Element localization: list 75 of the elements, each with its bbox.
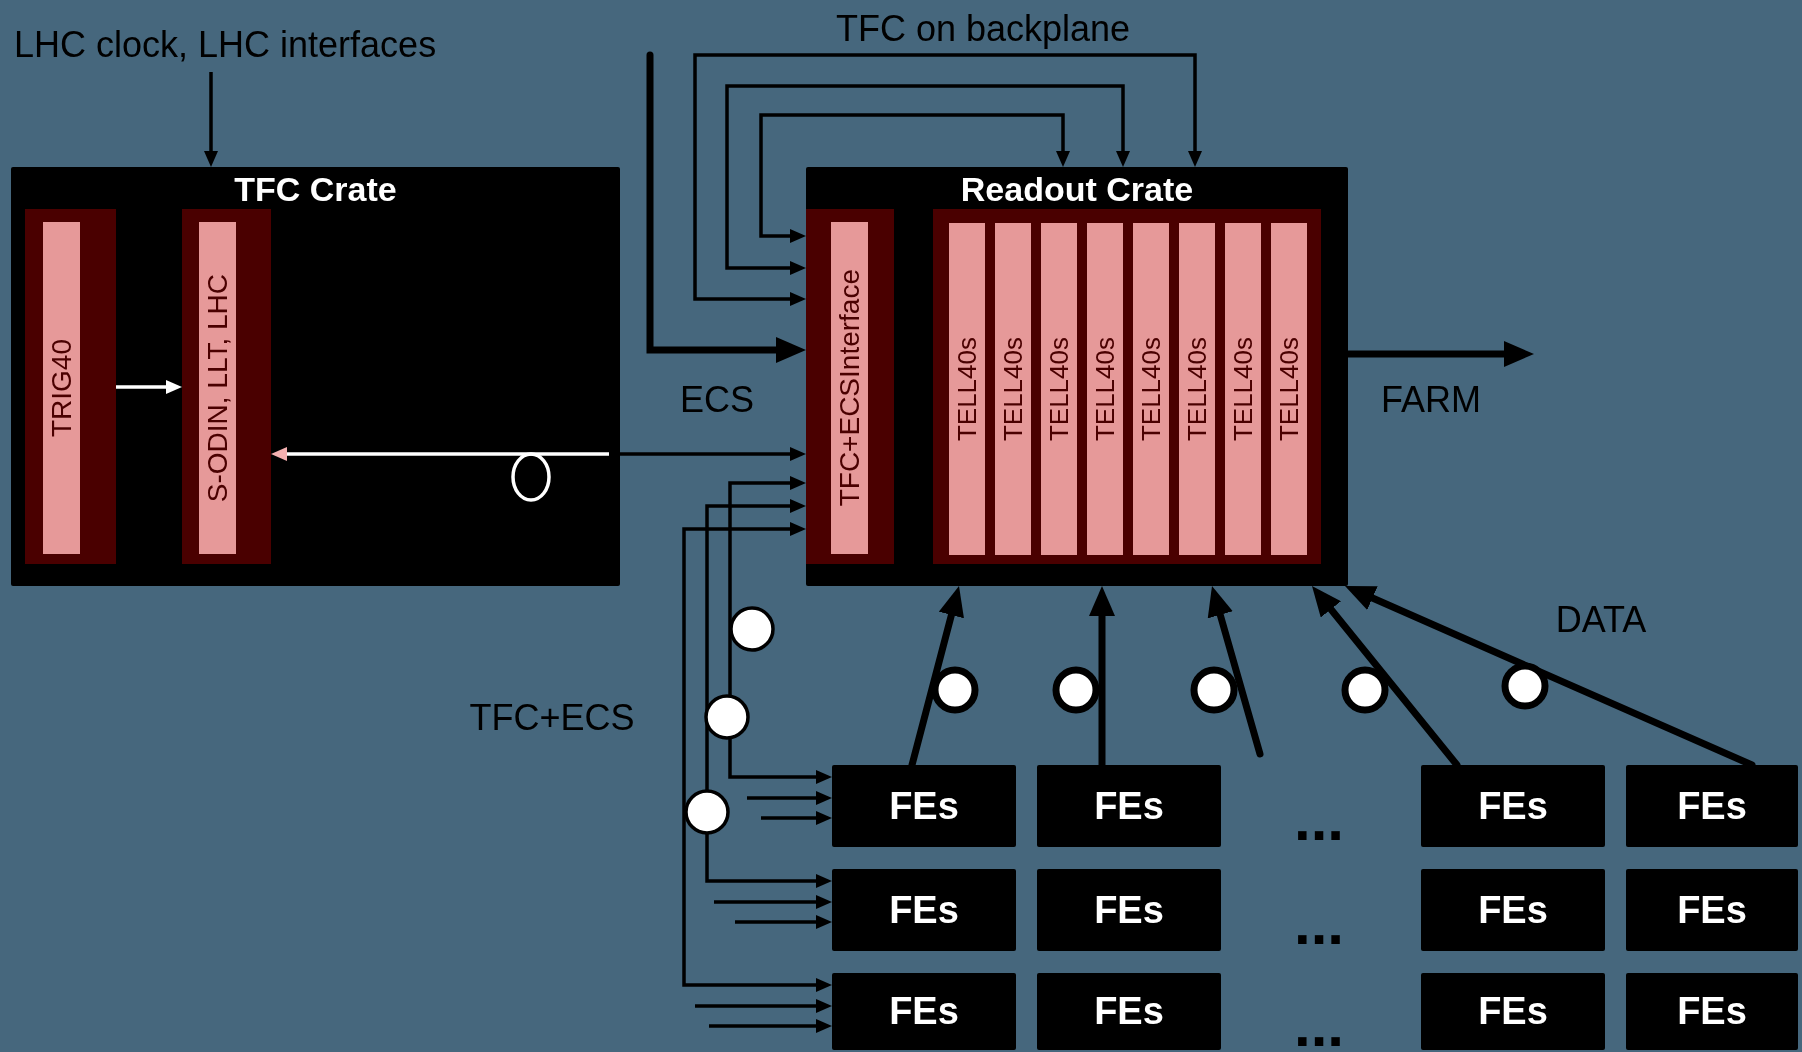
arrow: [695, 999, 830, 1013]
board-label: TFC+ECSInterface: [835, 269, 864, 507]
module-label: FEs: [889, 888, 959, 932]
board-label: TELL40s: [1000, 336, 1026, 442]
arrow: [705, 499, 830, 888]
frontend-box: [832, 973, 1016, 1050]
ellipsis-label: ...: [1294, 993, 1344, 1052]
frontend-box: [832, 765, 1016, 847]
board-label: TELL40s: [1046, 336, 1072, 442]
frontend-box: [1421, 973, 1605, 1050]
arrow: [709, 1019, 830, 1033]
board-card: [1133, 223, 1169, 555]
board-card: [1179, 223, 1215, 555]
frontend-box: [1626, 869, 1798, 951]
board-label: TELL40s: [1138, 336, 1164, 442]
arrow: [725, 84, 1130, 275]
board-slot: [25, 209, 116, 564]
arrow: [761, 811, 830, 825]
frontend-box: [1421, 765, 1605, 847]
board-label: TRIG40: [47, 339, 76, 437]
arrow: [714, 895, 830, 909]
module-label: FEs: [1478, 784, 1548, 828]
crate-box: [806, 167, 1348, 586]
board-card: [949, 223, 985, 555]
module-label: FEs: [1677, 888, 1747, 932]
board-label: TELL40s: [1230, 336, 1256, 442]
module-label: FEs: [1094, 888, 1164, 932]
module-label: FEs: [1478, 888, 1548, 932]
board-label: TELL40s: [1092, 336, 1118, 442]
arrow: [759, 113, 1070, 243]
board-card: [1225, 223, 1261, 555]
crate-title: TFC Crate: [234, 171, 397, 207]
board-label: TELL40s: [1184, 336, 1210, 442]
thick-arrow: [1207, 589, 1264, 758]
frontend-box: [1626, 765, 1798, 847]
board-card: [1271, 223, 1307, 555]
module-label: FEs: [1478, 990, 1548, 1033]
ellipsis-label: ...: [1294, 787, 1344, 853]
arrow: [682, 522, 830, 992]
arrow: [273, 447, 804, 461]
signal-label: DATA: [1555, 600, 1647, 640]
signal-label: LHC clock, LHC interfaces: [14, 24, 534, 72]
frontend-box: [1037, 765, 1221, 847]
arrow: [728, 476, 830, 784]
module-label: FEs: [1677, 990, 1747, 1033]
module-label: FEs: [1094, 990, 1164, 1033]
frontend-box: [1037, 973, 1221, 1050]
frontend-box: [1037, 869, 1221, 951]
arrow: [747, 791, 830, 805]
board-label: TELL40s: [954, 336, 980, 442]
frontend-box: [832, 869, 1016, 951]
crate-title: Readout Crate: [960, 171, 1194, 207]
board-slot: [182, 209, 271, 564]
board-label: TELL40s: [1276, 336, 1302, 442]
board-label: S-ODIN, LLT, LHC: [203, 273, 232, 503]
module-label: FEs: [1094, 784, 1164, 828]
signal-label: ECS: [680, 380, 754, 420]
crate-box: [11, 167, 620, 586]
arrow: [735, 915, 830, 929]
module-label: FEs: [1677, 784, 1747, 828]
arrow: [116, 380, 180, 394]
ellipsis-label: ...: [1294, 891, 1344, 957]
board-card: [995, 223, 1031, 555]
signal-label: TFC on backplane: [835, 9, 1131, 49]
frontend-box: [1626, 973, 1798, 1050]
arrow: [204, 72, 218, 165]
arrow: [693, 53, 1202, 306]
module-label: FEs: [889, 990, 959, 1033]
signal-label: TFC+ECS: [469, 698, 635, 738]
board-slot: [806, 209, 894, 564]
module-label: FEs: [889, 784, 959, 828]
signal-label: FARM: [1381, 380, 1481, 420]
board-card: [1087, 223, 1123, 555]
board-card: [1041, 223, 1077, 555]
frontend-box: [1421, 869, 1605, 951]
